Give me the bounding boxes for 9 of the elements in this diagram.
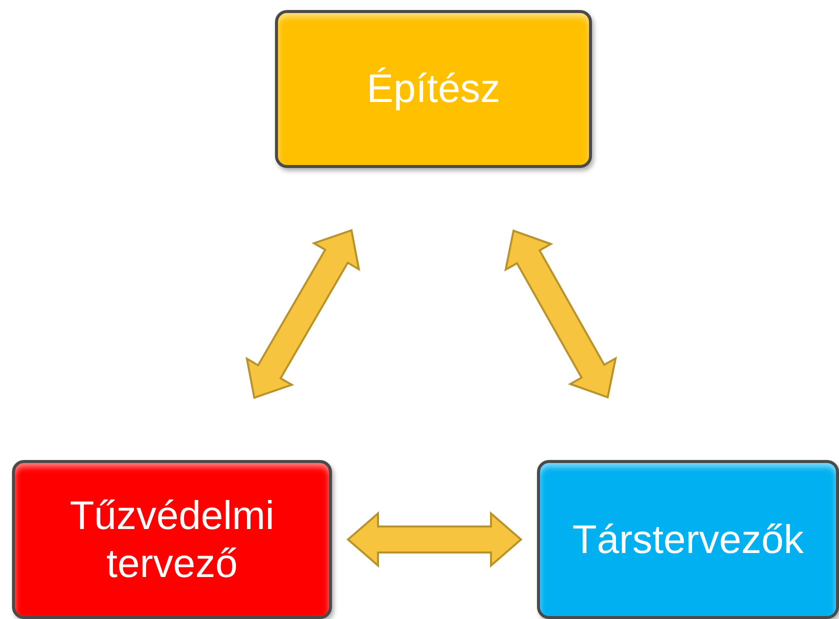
box-label: Társtervezők — [572, 516, 804, 564]
box-label: Építész — [366, 66, 500, 113]
double-arrow — [346, 511, 523, 568]
process-box — [275, 10, 592, 168]
process-box — [537, 460, 839, 619]
double-arrow — [504, 229, 618, 399]
box-label: Tűzvédelmi tervező — [68, 492, 276, 588]
double-arrow — [246, 228, 360, 400]
process-box — [12, 460, 332, 619]
